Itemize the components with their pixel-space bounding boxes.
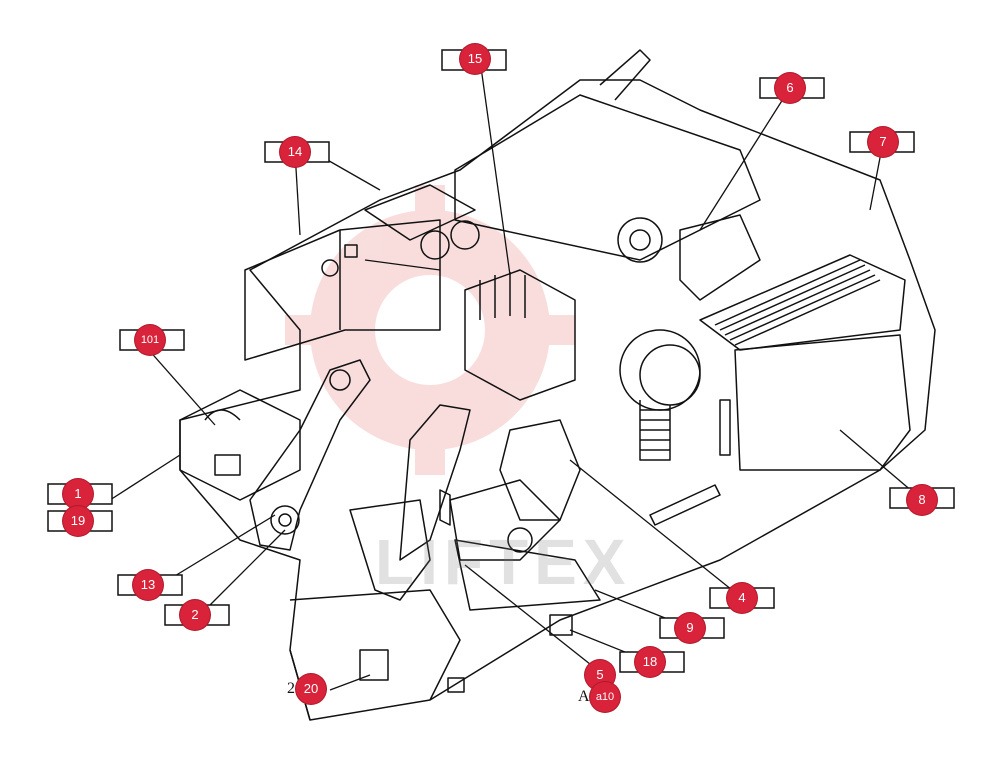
callout-101[interactable]: 101 [135, 325, 165, 355]
stray-text-a10: A [578, 688, 590, 705]
callout-14[interactable]: 14 [280, 137, 310, 167]
brand-watermark: LIFTEX [375, 526, 632, 598]
callout-4[interactable]: 4 [727, 583, 757, 613]
stray-text-20: 2 [287, 680, 295, 697]
frame-outline [179, 79, 936, 721]
callout-19[interactable]: 19 [63, 506, 93, 536]
callout-15[interactable]: 15 [460, 44, 490, 74]
callout-7[interactable]: 7 [868, 127, 898, 157]
callout-1[interactable]: 1 [63, 479, 93, 509]
callout-2[interactable]: 2 [180, 600, 210, 630]
callout-20[interactable]: 20 [296, 674, 326, 704]
callout-18[interactable]: 18 [635, 647, 665, 677]
callout-13[interactable]: 13 [133, 570, 163, 600]
callout-9[interactable]: 9 [675, 613, 705, 643]
callout-a10[interactable]: a10 [590, 682, 620, 712]
callout-8[interactable]: 8 [907, 485, 937, 515]
callout-6[interactable]: 6 [775, 73, 805, 103]
